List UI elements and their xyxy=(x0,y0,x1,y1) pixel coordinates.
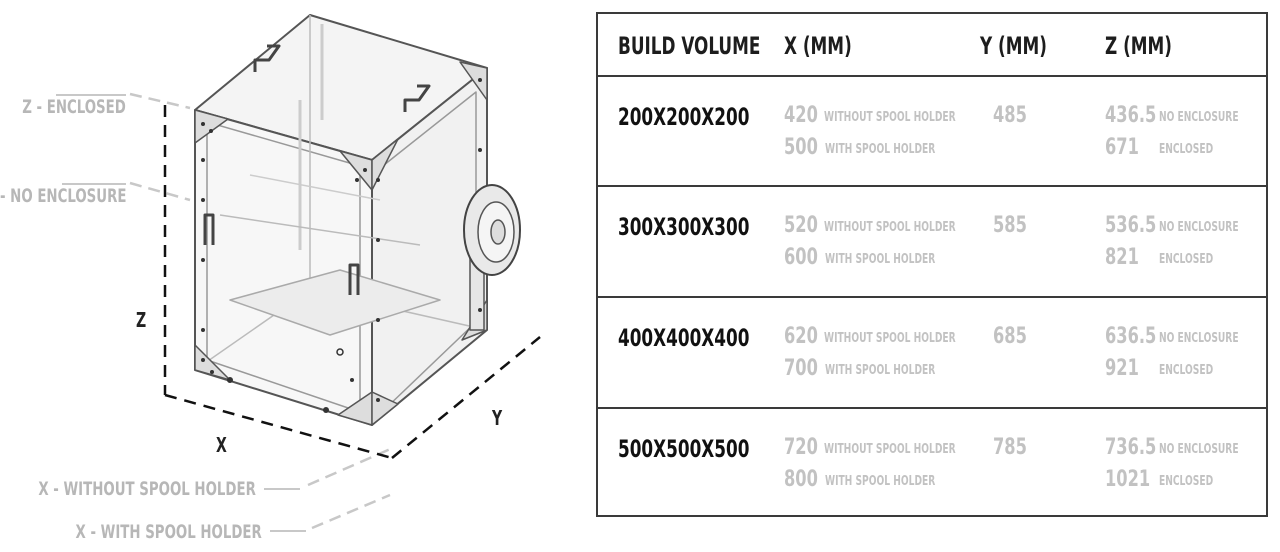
header-build-volume: BUILD VOLUME xyxy=(618,32,761,60)
build-volume-table: BUILD VOLUME X (MM) Y (MM) Z (MM) 200X20… xyxy=(596,12,1268,517)
x-with-value: 600 xyxy=(784,245,818,270)
table-row: 500X500X500 720 WITHOUT SPOOL HOLDER 800… xyxy=(598,407,1266,515)
table-row: 300X300X300 520 WITHOUT SPOOL HOLDER 600… xyxy=(598,185,1266,296)
build-size: 500X500X500 xyxy=(618,435,750,463)
build-size: 300X300X300 xyxy=(618,213,750,241)
z-enclosed-value: 1021 xyxy=(1105,467,1151,492)
table-row: 400X400X400 620 WITHOUT SPOOL HOLDER 700… xyxy=(598,296,1266,407)
x-with-label: WITH SPOOL HOLDER xyxy=(825,363,936,378)
table-header-row: BUILD VOLUME X (MM) Y (MM) Z (MM) xyxy=(598,14,1266,75)
table-row: 200X200X200 420 WITHOUT SPOOL HOLDER 500… xyxy=(598,75,1266,185)
label-x-axis: X xyxy=(216,433,227,457)
z-no-enclosure-label: NO ENCLOSURE xyxy=(1159,220,1239,235)
z-no-enclosure-label: NO ENCLOSURE xyxy=(1159,110,1239,125)
header-z: Z (MM) xyxy=(1105,32,1172,60)
z-enclosed-label: ENCLOSED xyxy=(1159,142,1214,157)
z-no-enclosure-value: 436.5 xyxy=(1105,103,1157,128)
label-z-no-enclosure: Z - NO ENCLOSURE xyxy=(0,185,127,207)
x-without-value: 720 xyxy=(784,435,818,460)
x-with-value: 700 xyxy=(784,356,818,381)
label-x-with-spool: X - WITH SPOOL HOLDER xyxy=(75,521,262,543)
x-without-label: WITHOUT SPOOL HOLDER xyxy=(824,110,956,125)
z-no-enclosure-value: 536.5 xyxy=(1105,213,1157,238)
printer-drawing xyxy=(56,14,541,532)
label-y-axis: Y xyxy=(492,406,503,430)
label-z-axis: Z xyxy=(136,308,147,332)
x-with-label: WITH SPOOL HOLDER xyxy=(825,142,936,157)
x-without-label: WITHOUT SPOOL HOLDER xyxy=(824,220,956,235)
x-without-label: WITHOUT SPOOL HOLDER xyxy=(824,331,956,346)
build-size: 200X200X200 xyxy=(618,103,750,131)
label-x-without-spool: X - WITHOUT SPOOL HOLDER xyxy=(38,478,256,500)
build-size: 400X400X400 xyxy=(618,324,750,352)
x-with-label: WITH SPOOL HOLDER xyxy=(825,474,936,489)
x-without-value: 620 xyxy=(784,324,818,349)
y-value: 685 xyxy=(993,324,1027,349)
printer-diagram: Z - ENCLOSED Z - NO ENCLOSURE Z X Y X - … xyxy=(0,0,590,552)
x-without-value: 520 xyxy=(784,213,818,238)
z-no-enclosure-value: 736.5 xyxy=(1105,435,1157,460)
y-value: 485 xyxy=(993,103,1027,128)
z-enclosed-value: 821 xyxy=(1105,245,1139,270)
x-without-label: WITHOUT SPOOL HOLDER xyxy=(824,442,956,457)
z-no-enclosure-label: NO ENCLOSURE xyxy=(1159,331,1239,346)
x-with-value: 800 xyxy=(784,467,818,492)
y-value: 785 xyxy=(993,435,1027,460)
z-enclosed-label: ENCLOSED xyxy=(1159,252,1214,267)
x-with-label: WITH SPOOL HOLDER xyxy=(825,252,936,267)
z-enclosed-value: 671 xyxy=(1105,135,1139,160)
z-enclosed-label: ENCLOSED xyxy=(1159,474,1214,489)
z-no-enclosure-value: 636.5 xyxy=(1105,324,1157,349)
x-with-value: 500 xyxy=(784,135,818,160)
y-value: 585 xyxy=(993,213,1027,238)
z-no-enclosure-label: NO ENCLOSURE xyxy=(1159,442,1239,457)
header-y: Y (MM) xyxy=(980,32,1047,60)
z-enclosed-value: 921 xyxy=(1105,356,1139,381)
x-without-value: 420 xyxy=(784,103,818,128)
label-z-enclosed: Z - ENCLOSED xyxy=(22,96,126,118)
header-x: X (MM) xyxy=(784,32,852,60)
z-enclosed-label: ENCLOSED xyxy=(1159,363,1214,378)
